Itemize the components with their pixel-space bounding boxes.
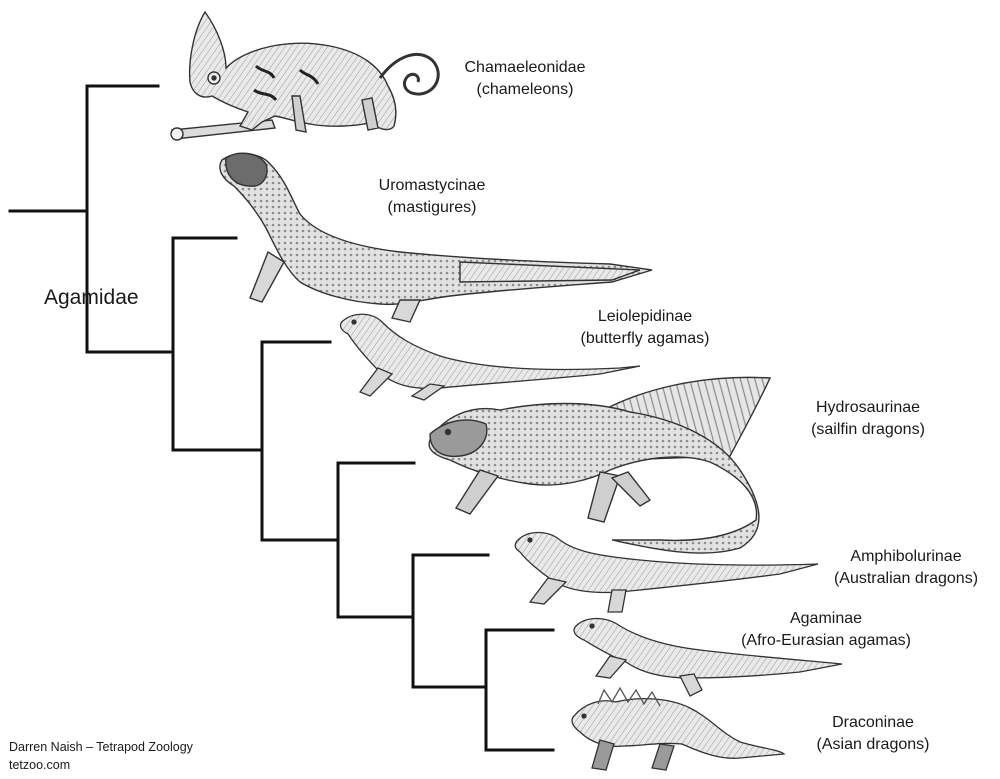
- taxon-common-name: (Asian dragons): [816, 736, 930, 753]
- taxon-common-name: (mastigures): [387, 199, 477, 216]
- taxon-name: Leiolepidinae: [597, 308, 693, 325]
- afro-eurasian-agama-illustration: [573, 617, 843, 697]
- taxon-label-amphibolurinae: Amphibolurinae (Australian dragons): [820, 546, 992, 590]
- taxon-label-hydrosaurinae: Hydrosaurinae (sailfin dragons): [793, 397, 943, 441]
- taxon-name: Draconinae: [832, 714, 914, 731]
- taxon-name: Uromastycinae: [378, 177, 486, 194]
- branch-lines: [8, 84, 555, 752]
- taxon-name: Hydrosaurinae: [815, 399, 921, 416]
- taxon-name: Chamaeleonidae: [464, 59, 586, 76]
- taxon-label-uromastycinae: Uromastycinae (mastigures): [352, 175, 512, 219]
- taxon-label-chamaeleonidae: Chamaeleonidae (chameleons): [440, 57, 610, 101]
- taxon-name: Amphibolurinae: [850, 548, 962, 565]
- taxon-label-leiolepidinae: Leiolepidinae (butterfly agamas): [560, 306, 730, 350]
- australian-dragon-illustration: [514, 531, 819, 613]
- sailfin-dragon-illustration: [428, 376, 772, 554]
- taxon-label-draconinae: Draconinae (Asian dragons): [798, 712, 948, 756]
- taxon-common-name: (Australian dragons): [833, 570, 979, 587]
- credit-website: tetzoo.com: [9, 758, 71, 772]
- clade-label-agamidae: Agamidae: [44, 286, 139, 309]
- asian-dragon-illustration: [571, 686, 786, 771]
- taxon-common-name: (butterfly agamas): [580, 330, 710, 347]
- taxon-common-name: (sailfin dragons): [811, 421, 925, 438]
- mastigure-illustration: [219, 152, 653, 323]
- taxon-common-name: (Afro-Eurasian agamas): [741, 632, 911, 649]
- butterfly-agama-illustration: [339, 313, 641, 401]
- chameleon-illustration: [170, 10, 440, 141]
- taxon-label-agaminae: Agaminae (Afro-Eurasian agamas): [728, 608, 924, 652]
- credit-author: Darren Naish – Tetrapod Zoology: [9, 740, 193, 754]
- taxon-common-name: (chameleons): [476, 81, 574, 98]
- taxon-name: Agaminae: [789, 610, 863, 627]
